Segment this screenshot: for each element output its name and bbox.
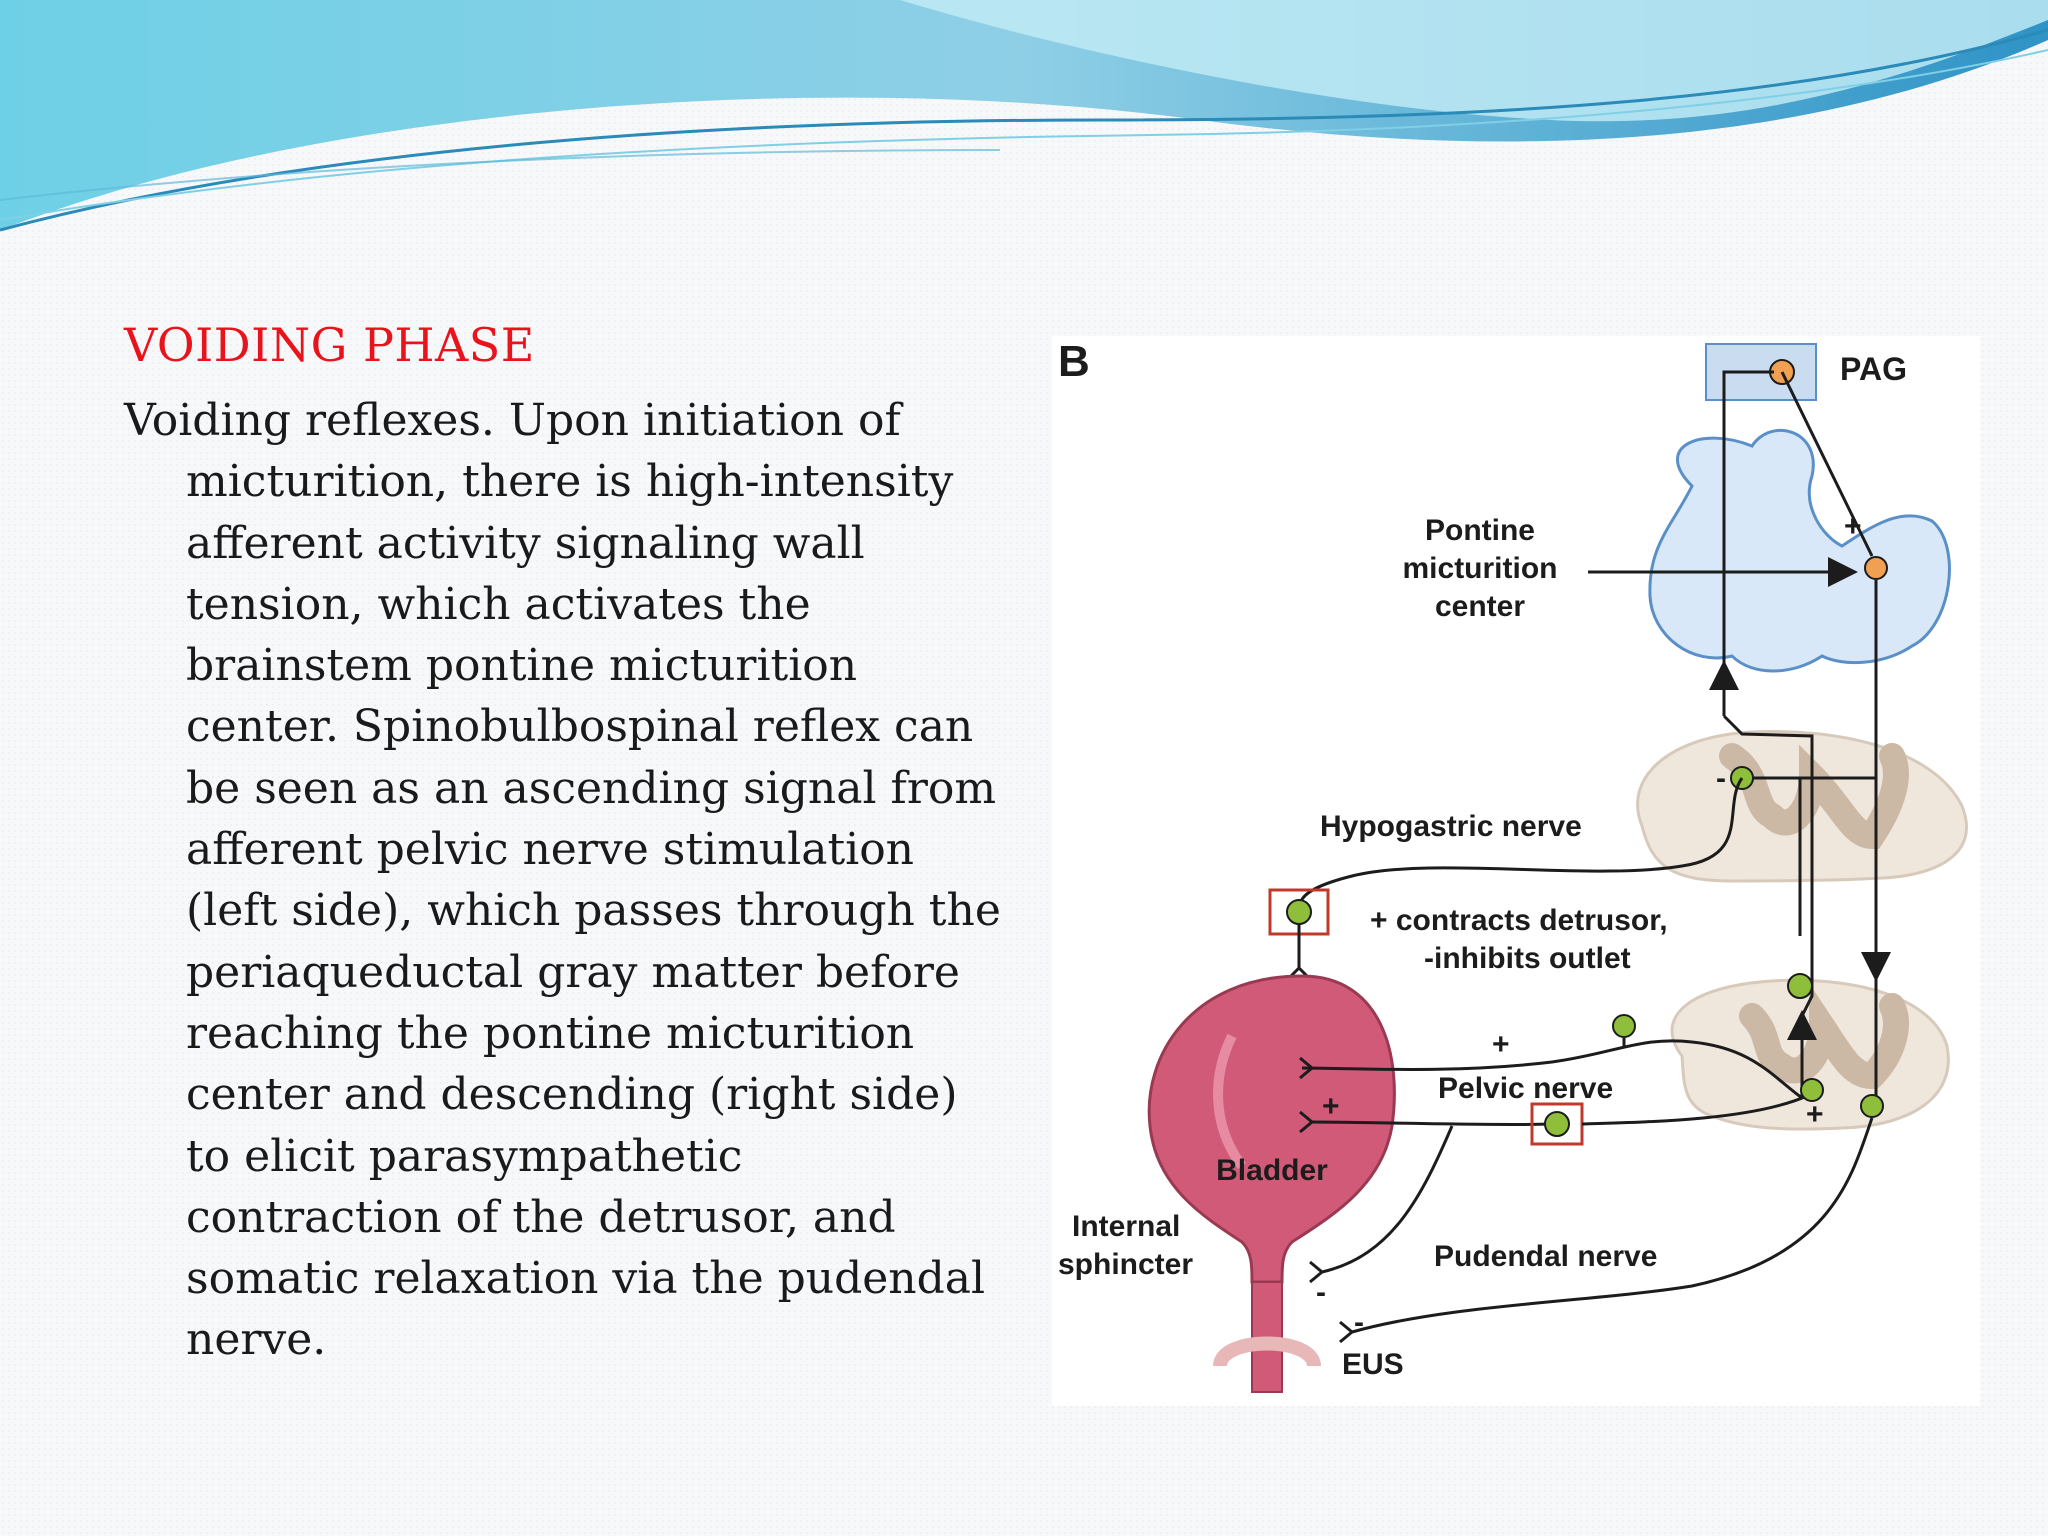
body-line: contraction of the detrusor, and xyxy=(186,1191,896,1243)
body-line: center and descending (right side) xyxy=(186,1069,958,1121)
eus-nerve-ending xyxy=(1339,1320,1355,1344)
body-line: tension, which activates the xyxy=(186,578,811,630)
body-line: afferent activity signaling wall xyxy=(186,517,865,569)
lower-cord-neuron-left xyxy=(1800,1078,1824,1102)
body-line: Voiding reflexes. Upon initiation of xyxy=(124,395,901,446)
panel-letter: B xyxy=(1058,337,1090,386)
pmc-label-line1: Pontine xyxy=(1425,514,1535,547)
bladder-highlight xyxy=(1213,1033,1247,1169)
effect-label-line2: -inhibits outlet xyxy=(1424,942,1631,975)
pag-label: PAG xyxy=(1840,351,1907,387)
pelvic-nerve-label: Pelvic nerve xyxy=(1438,1072,1613,1105)
internal-sphincter-label-line2: sphincter xyxy=(1058,1248,1193,1281)
hypogastric-nerve-label: Hypogastric nerve xyxy=(1320,810,1582,843)
body-line: micturition, there is high-intensity xyxy=(186,456,954,508)
pudendal-nerve-label: Pudendal nerve xyxy=(1434,1240,1657,1273)
micturition-reflex-diagram: B PAG Pontine micturition center + - Hyp… xyxy=(1052,336,1980,1406)
pelvic-plus-upper: + xyxy=(1492,1028,1510,1061)
external-sphincter-shape xyxy=(1213,1336,1321,1368)
hypogastric-to-internal-sphincter xyxy=(1321,1125,1454,1274)
pelvic-afferent-nerve xyxy=(1301,1039,1803,1100)
ascending-pathway xyxy=(1722,714,1814,1037)
body-line: (left side), which passes through the xyxy=(186,885,1001,937)
pelvic-efferent-nerve xyxy=(1311,1120,1553,1127)
body-line: somatic relaxation via the pudendal xyxy=(186,1253,986,1305)
pelvic-afferent-ending xyxy=(1299,1056,1315,1080)
eus-label: EUS xyxy=(1342,1348,1404,1381)
hypogastric-nerve xyxy=(1298,777,1744,907)
bladder-plus-sign: + xyxy=(1322,1090,1340,1123)
upper-cord-minus-sign: - xyxy=(1716,762,1726,795)
slide-title: VOIDING PHASE xyxy=(124,318,535,372)
body-line: afferent pelvic nerve stimulation xyxy=(186,824,915,876)
pudendal-nerve xyxy=(1351,1117,1874,1334)
header-wave xyxy=(0,0,2048,232)
body-line: to elicit parasympathetic xyxy=(186,1130,743,1182)
pag-ascending-line xyxy=(1722,370,1774,676)
pelvic-preganglionic-line xyxy=(1581,1094,1808,1126)
pelvic-afferent-neuron xyxy=(1612,1014,1636,1038)
lower-cord-gray-matter xyxy=(1739,983,1909,1090)
pag-to-pmc-line xyxy=(1780,371,1874,557)
internal-sphincter-ending xyxy=(1309,1260,1325,1284)
pelvic-ganglion-neuron xyxy=(1544,1111,1570,1137)
bladder-label: Bladder xyxy=(1216,1154,1328,1187)
internal-minus-sign: - xyxy=(1316,1276,1326,1309)
pmc-plus-sign: + xyxy=(1844,510,1862,543)
interneuron-right xyxy=(1787,973,1813,999)
pmc-neuron xyxy=(1864,556,1888,580)
body-line: reaching the pontine micturition xyxy=(186,1007,915,1059)
lower-cord-plus-sign: + xyxy=(1806,1098,1824,1131)
pmc-label-line2: micturition xyxy=(1403,552,1558,585)
internal-sphincter-label-line1: Internal xyxy=(1072,1210,1180,1243)
body-line: be seen as an ascending signal from xyxy=(186,762,997,814)
effect-label-line1: + contracts detrusor, xyxy=(1370,904,1668,937)
hypogastric-ganglion-neuron xyxy=(1286,899,1312,925)
body-line: periaqueductal gray matter before xyxy=(186,946,960,998)
pmc-label-line3: center xyxy=(1435,590,1525,623)
body-paragraph: Voiding reflexes. Upon initiation of mic… xyxy=(124,390,1004,1371)
body-line: center. Spinobulbospinal reflex can xyxy=(186,701,974,753)
lower-cord-neuron-right xyxy=(1860,1094,1884,1118)
eus-minus-sign: - xyxy=(1354,1306,1364,1339)
pelvic-efferent-ending xyxy=(1299,1110,1315,1134)
body-line: brainstem pontine micturition xyxy=(186,640,858,692)
body-line: nerve. xyxy=(186,1314,327,1366)
